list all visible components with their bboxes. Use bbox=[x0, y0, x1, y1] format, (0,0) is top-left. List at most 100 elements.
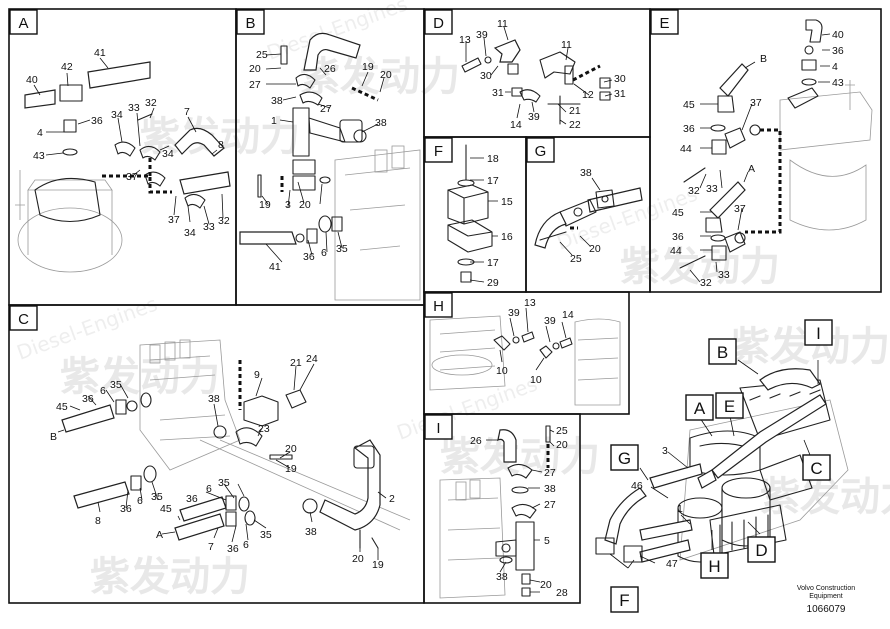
watermark-cn: 紫发动力 bbox=[90, 554, 250, 600]
part-number: 38 bbox=[496, 571, 508, 583]
part-number: 39 bbox=[528, 111, 540, 123]
brand-line-2: Equipment bbox=[809, 593, 843, 600]
part-number: 45 bbox=[672, 207, 684, 219]
part-number: 12 bbox=[582, 89, 594, 101]
part-number: 22 bbox=[569, 119, 581, 131]
panel-A-labels: 40 42 41 36 4 43 34 33 32 7 8 34 37 37 3… bbox=[26, 47, 230, 239]
part-number: 13 bbox=[459, 34, 471, 46]
panel-D-tag: D bbox=[433, 15, 444, 32]
panel-F-artwork bbox=[447, 144, 498, 283]
part-number: 36 bbox=[303, 251, 315, 263]
part-number: 33 bbox=[706, 183, 718, 195]
panel-I-artwork bbox=[439, 425, 555, 599]
part-number: 19 bbox=[285, 463, 297, 475]
part-number: 24 bbox=[306, 353, 318, 365]
part-number: 11 bbox=[497, 18, 508, 30]
panel-H-labels: 39 13 39 14 10 10 bbox=[496, 297, 574, 386]
part-number: 6 bbox=[206, 483, 212, 495]
part-number: 26 bbox=[470, 435, 482, 447]
part-number: 37 bbox=[734, 203, 746, 215]
panel-C-labels: 35 36 6 45 B 38 9 21 24 23 20 19 8 36 6 … bbox=[50, 353, 395, 571]
part-number: 27 bbox=[320, 103, 332, 115]
overview-callout-H: H bbox=[708, 557, 720, 576]
part-number: 34 bbox=[162, 148, 174, 160]
part-number: 32 bbox=[688, 185, 700, 197]
part-number: 13 bbox=[524, 297, 536, 309]
part-number: 30 bbox=[480, 70, 492, 82]
part-number: 44 bbox=[680, 143, 692, 155]
part-number: 39 bbox=[508, 307, 520, 319]
part-number: 20 bbox=[299, 199, 311, 211]
part-number: 43 bbox=[33, 150, 45, 162]
panel-E-frame bbox=[649, 8, 882, 293]
part-number: 15 bbox=[501, 196, 513, 208]
overview-artwork bbox=[595, 359, 849, 569]
overview-callout-A: A bbox=[694, 399, 706, 418]
overview-callout-B: B bbox=[717, 343, 728, 362]
panel-E-tag: E bbox=[659, 15, 669, 32]
panel-H-artwork bbox=[429, 307, 621, 406]
part-number: 23 bbox=[258, 423, 270, 435]
overview-callout-E: E bbox=[724, 397, 735, 416]
part-number: 6 bbox=[321, 247, 327, 259]
part-number: 10 bbox=[496, 365, 508, 377]
part-number: 10 bbox=[530, 374, 542, 386]
part-number: 36 bbox=[91, 115, 103, 127]
part-number: 17 bbox=[487, 175, 499, 187]
part-number: B bbox=[50, 431, 57, 443]
part-number: 14 bbox=[510, 119, 522, 131]
overview-callout-I: I bbox=[816, 324, 821, 343]
part-number: 19 bbox=[362, 61, 374, 73]
part-number: A bbox=[748, 163, 755, 175]
overview-callouts: B I A E G C D H F 3 46 1 47 bbox=[610, 319, 833, 613]
part-number: 27 bbox=[249, 79, 261, 91]
part-number: 35 bbox=[260, 529, 272, 541]
part-number: 38 bbox=[305, 526, 317, 538]
part-number: 37 bbox=[126, 171, 138, 183]
part-number: 8 bbox=[218, 139, 224, 151]
part-number: 32 bbox=[145, 97, 157, 109]
part-number: 29 bbox=[487, 277, 499, 289]
part-number: 20 bbox=[285, 443, 297, 455]
part-number: 36 bbox=[82, 393, 94, 405]
panel-C-artwork bbox=[57, 339, 411, 560]
part-number: 38 bbox=[544, 483, 556, 495]
overview-callout-D: D bbox=[755, 541, 767, 560]
part-number: 42 bbox=[61, 61, 73, 73]
part-number: A bbox=[156, 529, 163, 541]
part-number: 36 bbox=[832, 45, 844, 57]
part-number: 32 bbox=[218, 215, 230, 227]
part-number: 45 bbox=[683, 99, 695, 111]
part-number: 21 bbox=[569, 105, 581, 117]
panel-H-tag: H bbox=[433, 298, 444, 315]
part-number: 44 bbox=[670, 245, 682, 257]
panel-B-artwork bbox=[239, 32, 421, 301]
part-number: 31 bbox=[492, 87, 504, 99]
panel-A-artwork bbox=[15, 57, 231, 273]
part-number: 20 bbox=[589, 243, 601, 255]
part-number: 36 bbox=[120, 503, 132, 515]
part-number: 33 bbox=[203, 221, 215, 233]
panel-E-artwork bbox=[679, 19, 873, 283]
part-number: 30 bbox=[614, 73, 626, 85]
part-number: 8 bbox=[95, 515, 101, 527]
part-number: 41 bbox=[94, 47, 106, 59]
part-number: 26 bbox=[324, 63, 336, 75]
part-number: 36 bbox=[683, 123, 695, 135]
part-number: 20 bbox=[556, 439, 568, 451]
part-number: 36 bbox=[672, 231, 684, 243]
part-number: 47 bbox=[666, 558, 678, 570]
panel-tags: A B D E F G C H I bbox=[9, 9, 679, 440]
part-number: 34 bbox=[111, 109, 123, 121]
panel-C-tag: C bbox=[18, 311, 29, 328]
part-number: 27 bbox=[544, 499, 556, 511]
part-number: 45 bbox=[160, 503, 172, 515]
part-number: 34 bbox=[184, 227, 196, 239]
part-number: 39 bbox=[476, 29, 488, 41]
part-number: 16 bbox=[501, 231, 513, 243]
part-number: 19 bbox=[372, 559, 384, 571]
part-number: 28 bbox=[556, 587, 568, 599]
panel-I-tag: I bbox=[436, 420, 440, 437]
part-number: 38 bbox=[271, 95, 283, 107]
